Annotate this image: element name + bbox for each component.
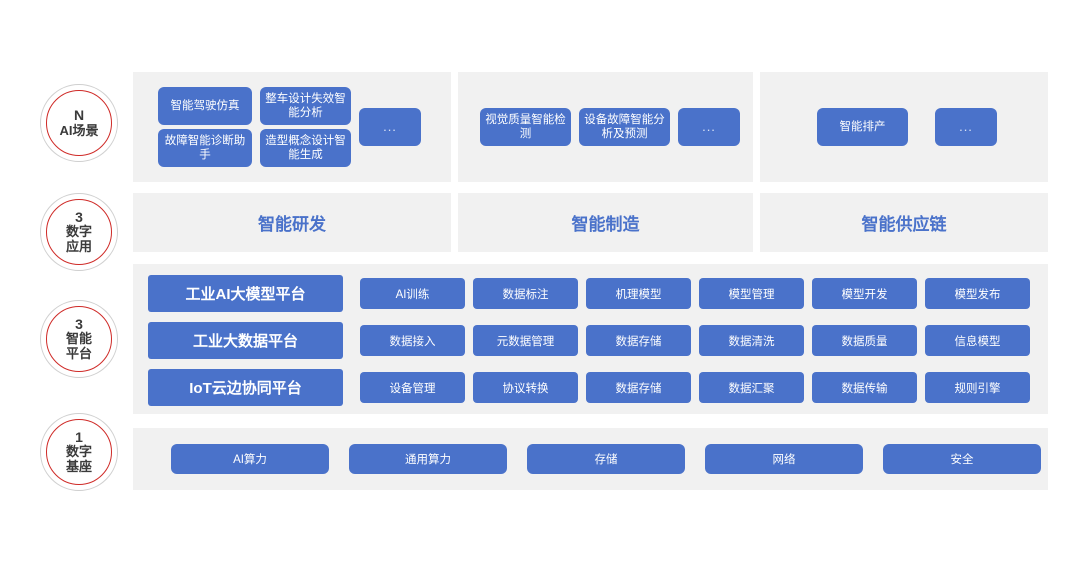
scenario-box-smart-driving-simulation[interactable]: 智能驾驶仿真	[158, 87, 252, 125]
capability-rule-engine[interactable]: 规则引擎	[925, 372, 1030, 403]
scenario-panel-research: 智能驾驶仿真 整车设计失效智能分析 故障智能诊断助手 造型概念设计智能生成 ..…	[133, 72, 451, 182]
axis-circle-inner: 1 数字 基座	[46, 419, 112, 485]
scenario-box-smart-production-scheduling[interactable]: 智能排产	[817, 108, 908, 146]
base-box-storage[interactable]: 存储	[527, 444, 685, 474]
axis-count-smart-platform: 3	[75, 315, 83, 332]
axis-circle-digital-base: 1 数字 基座	[40, 413, 118, 491]
axis-circle-inner: 3 智能 平台	[46, 306, 112, 372]
capability-mechanism-model[interactable]: 机理模型	[586, 278, 691, 309]
axis-circle-smart-platform: 3 智能 平台	[40, 300, 118, 378]
capability-metadata-management[interactable]: 元数据管理	[473, 325, 578, 356]
application-panel-supplychain[interactable]: 智能供应链	[760, 193, 1048, 252]
base-box-security[interactable]: 安全	[883, 444, 1041, 474]
capability-model-management[interactable]: 模型管理	[699, 278, 804, 309]
capability-data-storage-iot[interactable]: 数据存储	[586, 372, 691, 403]
scenario-panel-manufacturing: 视觉质量智能检测 设备故障智能分析及预测 ...	[458, 72, 753, 182]
capability-model-development[interactable]: 模型开发	[812, 278, 917, 309]
axis-circle-inner: N AI场景	[46, 90, 112, 156]
capability-data-cleansing[interactable]: 数据清洗	[699, 325, 804, 356]
base-box-network[interactable]: 网络	[705, 444, 863, 474]
scenario-panel-supplychain: 智能排产 ...	[760, 72, 1048, 182]
platform-label-iot-cloud-edge[interactable]: IoT云边协同平台	[148, 369, 343, 406]
application-panel-research[interactable]: 智能研发	[133, 193, 451, 252]
axis-count-digital-base: 1	[75, 428, 83, 445]
capability-protocol-conversion[interactable]: 协议转换	[473, 372, 578, 403]
application-panel-manufacturing[interactable]: 智能制造	[458, 193, 753, 252]
capability-data-annotation[interactable]: 数据标注	[473, 278, 578, 309]
capability-data-quality[interactable]: 数据质量	[812, 325, 917, 356]
scenario-box-more-research[interactable]: ...	[359, 108, 421, 146]
platform-panel: 工业AI大模型平台 工业大数据平台 IoT云边协同平台 AI训练 数据标注 机理…	[133, 264, 1048, 414]
axis-title-digital-app-line2: 应用	[65, 238, 92, 254]
capability-device-management[interactable]: 设备管理	[360, 372, 465, 403]
capability-model-release[interactable]: 模型发布	[925, 278, 1030, 309]
platform-label-industrial-ai-model[interactable]: 工业AI大模型平台	[148, 275, 343, 312]
axis-circle-ai-scene: N AI场景	[40, 84, 118, 162]
scenario-box-equipment-fault-prediction[interactable]: 设备故障智能分析及预测	[579, 108, 670, 146]
capability-data-ingestion[interactable]: 数据接入	[360, 325, 465, 356]
application-title-smart-manufacturing: 智能制造	[571, 215, 640, 234]
axis-title-smart-platform-line1: 智能	[65, 331, 92, 347]
axis-circle-digital-app: 3 数字 应用	[40, 193, 118, 271]
scenario-box-fault-diagnosis-assistant[interactable]: 故障智能诊断助手	[158, 129, 252, 167]
axis-title-digital-app-line1: 数字	[65, 224, 92, 240]
axis-title-smart-platform-line2: 平台	[65, 345, 92, 361]
capability-data-storage-bigdata[interactable]: 数据存储	[586, 325, 691, 356]
base-box-general-compute[interactable]: 通用算力	[349, 444, 507, 474]
scenario-box-more-manufacturing[interactable]: ...	[678, 108, 740, 146]
axis-title-ai-scene: AI场景	[59, 122, 99, 138]
scenario-box-styling-concept-generation[interactable]: 造型概念设计智能生成	[260, 129, 351, 167]
scenario-box-vehicle-design-failure-analysis[interactable]: 整车设计失效智能分析	[260, 87, 351, 125]
scenario-box-more-supplychain[interactable]: ...	[935, 108, 997, 146]
application-title-smart-supplychain: 智能供应链	[861, 215, 947, 234]
capability-ai-training[interactable]: AI训练	[360, 278, 465, 309]
capability-data-transmission[interactable]: 数据传输	[812, 372, 917, 403]
axis-title-digital-base-line2: 基座	[65, 458, 92, 474]
axis-circle-inner: 3 数字 应用	[46, 199, 112, 265]
base-panel: AI算力 通用算力 存储 网络 安全	[133, 428, 1048, 490]
axis-title-digital-base-line1: 数字	[65, 444, 92, 460]
axis-count-digital-app: 3	[75, 208, 83, 225]
platform-label-industrial-bigdata[interactable]: 工业大数据平台	[148, 322, 343, 359]
application-title-smart-rnd: 智能研发	[258, 215, 326, 234]
capability-information-model[interactable]: 信息模型	[925, 325, 1030, 356]
axis-count-ai-scene: N	[73, 106, 85, 123]
base-box-ai-compute[interactable]: AI算力	[171, 444, 329, 474]
scenario-box-visual-quality-inspection[interactable]: 视觉质量智能检测	[480, 108, 571, 146]
capability-data-aggregation[interactable]: 数据汇聚	[699, 372, 804, 403]
